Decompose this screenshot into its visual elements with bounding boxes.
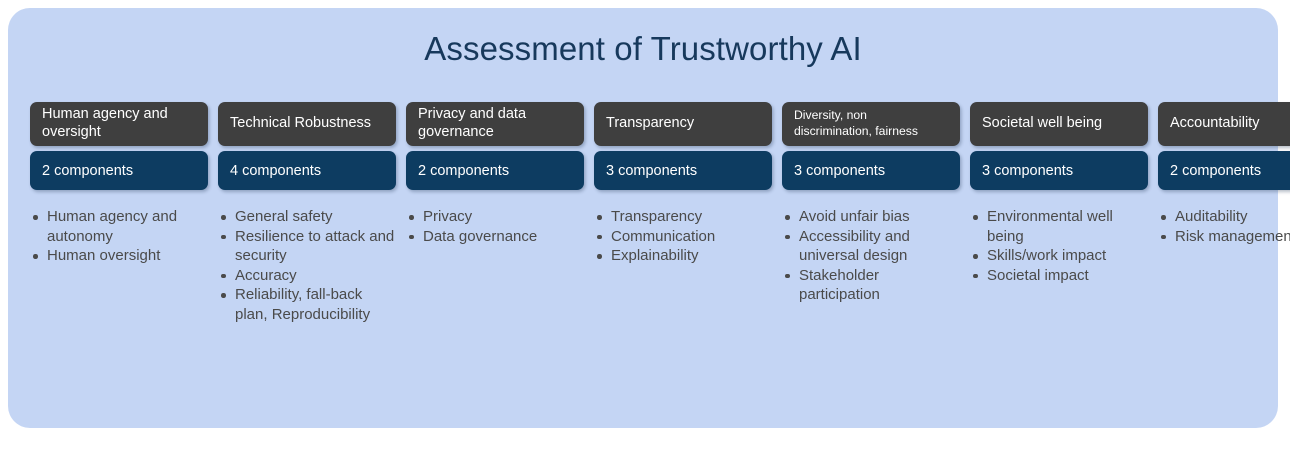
requirement-header-transparency[interactable]: Transparency	[594, 102, 772, 146]
requirement-column-diversity-non-discrimination-fairness: Diversity, non discrimination, fairness 3…	[782, 102, 960, 324]
list-item: Human oversight	[30, 246, 208, 266]
diagram-card: Assessment of Trustworthy AI Human agenc…	[8, 8, 1290, 428]
component-count-accountability[interactable]: 2 components	[1158, 151, 1290, 190]
component-count-societal-well-being[interactable]: 3 components	[970, 151, 1148, 190]
list-item: Environmental well being	[970, 207, 1148, 246]
list-item: Accuracy	[218, 266, 396, 286]
list-item: Reliability, fall-back plan, Reproducibi…	[218, 285, 396, 324]
list-item: Transparency	[594, 207, 772, 227]
requirement-header-societal-well-being[interactable]: Societal well being	[970, 102, 1148, 146]
requirement-header-privacy-and-data-governance[interactable]: Privacy and data governance	[406, 102, 584, 146]
list-item: General safety	[218, 207, 396, 227]
list-item: Privacy	[406, 207, 584, 227]
list-item: Stakeholder participation	[782, 266, 960, 305]
list-item: Avoid unfair bias	[782, 207, 960, 227]
requirement-header-diversity-non-discrimination-fairness[interactable]: Diversity, non discrimination, fairness	[782, 102, 960, 146]
list-item: Risk management	[1158, 227, 1290, 247]
component-count-diversity-non-discrimination-fairness[interactable]: 3 components	[782, 151, 960, 190]
component-count-human-agency-and-oversight[interactable]: 2 components	[30, 151, 208, 190]
component-count-transparency[interactable]: 3 components	[594, 151, 772, 190]
list-item: Societal impact	[970, 266, 1148, 286]
list-item: Communication	[594, 227, 772, 247]
list-item: Resilience to attack and security	[218, 227, 396, 266]
page-title: Assessment of Trustworthy AI	[424, 30, 862, 67]
list-item: Auditability	[1158, 207, 1290, 227]
list-item: Skills/work impact	[970, 246, 1148, 266]
list-item: Human agency and autonomy	[30, 207, 208, 246]
requirement-header-accountability[interactable]: Accountability	[1158, 102, 1290, 146]
component-count-technical-robustness[interactable]: 4 components	[218, 151, 396, 190]
requirement-header-technical-robustness[interactable]: Technical Robustness	[218, 102, 396, 146]
list-item: Explainability	[594, 246, 772, 266]
component-count-privacy-and-data-governance[interactable]: 2 components	[406, 151, 584, 190]
list-item: Data governance	[406, 227, 584, 247]
requirement-header-human-agency-and-oversight[interactable]: Human agency and oversight	[30, 102, 208, 146]
list-item: Accessibility and universal design	[782, 227, 960, 266]
